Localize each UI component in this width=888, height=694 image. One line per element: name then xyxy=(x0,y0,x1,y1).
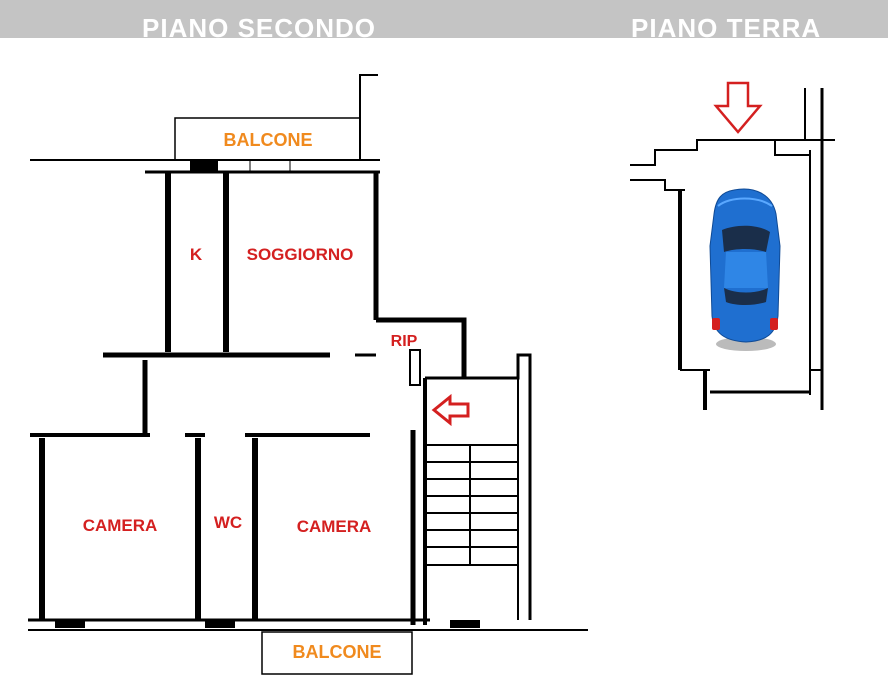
window-marker xyxy=(249,159,291,173)
window-marker xyxy=(450,620,480,628)
window-marker xyxy=(55,620,85,628)
floor-title-ground: PIANO TERRA xyxy=(631,13,822,38)
car-icon xyxy=(709,188,781,351)
wall-segment xyxy=(409,349,421,386)
balcony-bottom-outline xyxy=(261,631,413,675)
header-band: PIANO SECONDO PIANO TERRA xyxy=(0,0,888,38)
wall-segment xyxy=(630,139,805,166)
window-marker xyxy=(205,620,235,628)
room-label-camera-left: CAMERA xyxy=(83,516,158,535)
window-marker xyxy=(190,160,218,172)
wall-segment xyxy=(804,88,835,141)
entrance-arrow-icon xyxy=(713,81,763,134)
second-floor-plan xyxy=(28,74,588,675)
wall-segment xyxy=(376,317,467,378)
room-label-rip: RIP xyxy=(391,333,418,350)
room-label-balcone-bottom: BALCONE xyxy=(293,642,382,662)
room-label-camera-right: CAMERA xyxy=(297,517,372,536)
room-label-kitchen: K xyxy=(190,245,203,264)
wall-segment xyxy=(425,353,532,620)
floor-title-second: PIANO SECONDO xyxy=(142,13,377,38)
entrance-arrow-icon xyxy=(431,393,470,427)
room-label-balcone-top: BALCONE xyxy=(224,130,313,150)
room-label-wc: WC xyxy=(214,513,242,532)
room-label-soggiorno: SOGGIORNO xyxy=(247,245,354,264)
ground-floor-plan xyxy=(630,81,835,410)
stair-steps xyxy=(425,444,518,566)
wall-segment xyxy=(359,74,378,160)
wall-segment xyxy=(630,179,685,191)
wall-segment xyxy=(774,140,810,156)
